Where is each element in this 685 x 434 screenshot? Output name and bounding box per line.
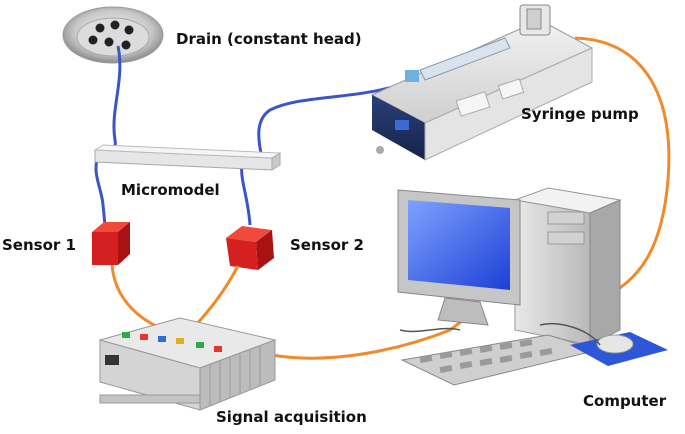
signal-acquisition-label: Signal acquisition (216, 408, 367, 426)
syringe-pump-icon (370, 4, 594, 161)
sensor-2-label: Sensor 2 (290, 236, 364, 254)
computer-label: Computer (583, 392, 667, 410)
sensor-2-icon (226, 226, 274, 270)
sensor-1-label: Sensor 1 (2, 236, 76, 254)
micromodel (93, 144, 282, 171)
signal-acquisition-icon (98, 317, 277, 411)
micromodel-label: Micromodel (121, 181, 220, 199)
drain-label: Drain (constant head) (176, 30, 362, 48)
syringe-pump-label: Syringe pump (521, 105, 639, 123)
drain-icon (62, 6, 164, 64)
sensor-1-icon (92, 222, 130, 265)
computer-icon (397, 187, 668, 386)
